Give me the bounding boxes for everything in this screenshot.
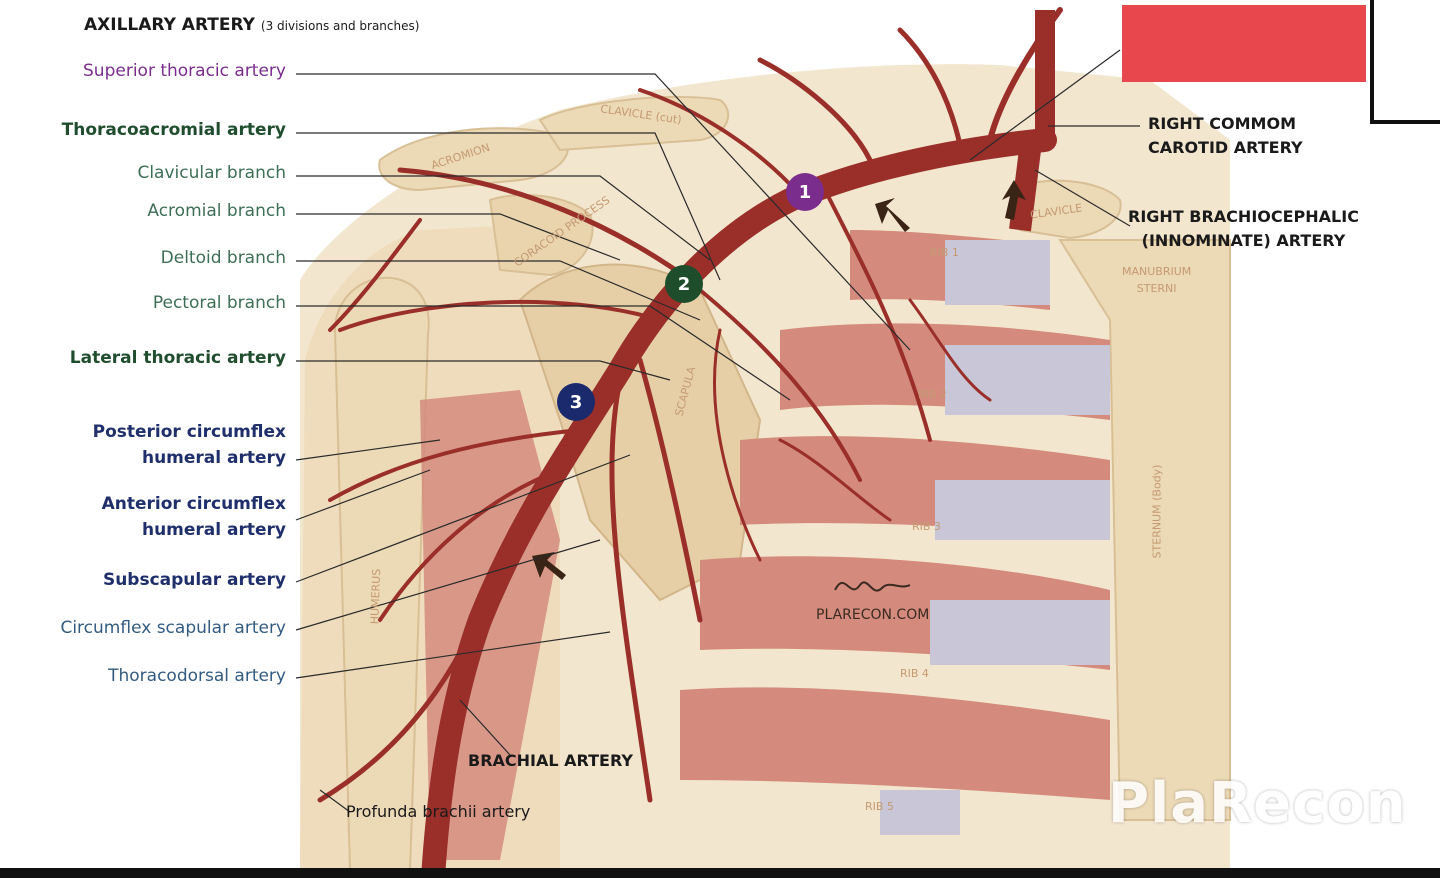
- bone-label-rib-5: RIB 5: [865, 800, 894, 813]
- label-posterior-circumflex-line-1: Posterior circumflex: [92, 422, 286, 442]
- leader-subscapular: [295, 454, 631, 583]
- arrow-2: [1002, 180, 1026, 220]
- bone-label-manubrium-line-1: MANUBRIUM: [1122, 265, 1192, 278]
- rib-cage: [680, 230, 1110, 835]
- pointer-arrows: [532, 180, 1026, 580]
- leader-lines: [295, 49, 1140, 813]
- humerus-bone: [333, 276, 430, 871]
- label-anterior-circumflex-line-2: humeral artery: [141, 519, 286, 540]
- brachiocephalic-artery: [1009, 148, 1041, 232]
- label-thoracodorsal-artery: Thoracodorsal artery: [108, 666, 286, 686]
- label-right-brachiocephalic-artery: RIGHT BRACHIOCEPHALIC (INNOMINATE) ARTER…: [1128, 207, 1359, 251]
- bottom-bar: [0, 868, 1440, 878]
- rib-4-cartilage: [930, 600, 1110, 665]
- artery-branches: [317, 7, 1063, 803]
- corner-frame: [1370, 0, 1440, 124]
- coracoid-bone: [488, 194, 594, 277]
- label-carotid-line-1: RIGHT COMMOM: [1148, 114, 1296, 133]
- arrow-1: [875, 198, 910, 232]
- label-brachial-artery: BRACHIAL ARTERY: [468, 751, 633, 770]
- artist-signature-scribble: [834, 581, 911, 592]
- division-marker-1: 1: [786, 173, 824, 211]
- label-anterior-circumflex-line-1: Anterior circumflex: [101, 494, 286, 514]
- leader-acromial: [296, 213, 621, 261]
- leader-profunda: [319, 789, 351, 813]
- label-clavicular-branch: Clavicular branch: [137, 163, 286, 183]
- rib-5-cartilage: [880, 790, 960, 835]
- label-subscapular-artery: Subscapular artery: [102, 570, 286, 590]
- diagram-title: AXILLARY ARTERY (3 divisions and branche…: [84, 15, 420, 36]
- bone-label-rib-3: RIB 3: [912, 520, 941, 533]
- label-superior-thoracic-artery: Superior thoracic artery: [83, 61, 286, 81]
- label-posterior-circumflex-line-2: humeral artery: [141, 447, 286, 468]
- watermark-plarecon: PlaRecon: [1108, 771, 1407, 836]
- rib-1-cartilage: [945, 240, 1050, 305]
- bone-label-manubrium-line-2: STERNI: [1136, 282, 1177, 295]
- label-anterior-circumflex-humeral-artery: Anterior circumflex humeral artery: [101, 494, 286, 540]
- clavicle-bone-left: [538, 95, 730, 152]
- bone-label-sternum-body: STERNUM (Body): [1150, 464, 1164, 559]
- leader-carotid-2: [969, 49, 1121, 161]
- leader-brachiocephalic: [1034, 169, 1131, 227]
- leader-deltoid: [296, 260, 701, 321]
- label-brachiocephalic-line-2: (INNOMINATE) ARTERY: [1141, 231, 1346, 251]
- bone-label-rib-1: RIB 1: [930, 246, 959, 259]
- leader-anterior-circumflex: [295, 469, 431, 521]
- bone-label-rib-2: RIB 2: [918, 388, 947, 401]
- leader-thoracodorsal: [295, 631, 611, 679]
- rib-5: [680, 687, 1110, 800]
- leader-pectoral: [296, 305, 791, 401]
- title-main: AXILLARY ARTERY: [84, 15, 255, 35]
- bone-label-manubrium-sterni: MANUBRIUM STERNI: [1122, 265, 1191, 295]
- rib-3-cartilage: [935, 480, 1110, 540]
- label-thoracoacromial-artery: Thoracoacromial artery: [61, 120, 286, 140]
- label-posterior-circumflex-humeral-artery: Posterior circumflex humeral artery: [92, 422, 286, 468]
- signature-text: PLARECON.COM: [816, 607, 930, 623]
- leader-brachial: [459, 699, 511, 756]
- label-brachiocephalic-line-1: RIGHT BRACHIOCEPHALIC: [1128, 207, 1359, 226]
- division-marker-3: 3: [557, 383, 595, 421]
- leader-circumflex-scapular: [295, 539, 601, 631]
- label-acromial-branch: Acromial branch: [147, 201, 286, 221]
- arrow-3: [532, 552, 566, 580]
- main-artery: [421, 128, 1057, 878]
- leader-lateral-thoracic: [296, 360, 671, 381]
- bone-label-humerus: HUMERUS: [368, 568, 384, 625]
- leader-thoracoacromial: [296, 132, 721, 281]
- division-marker-2: 2: [665, 265, 703, 303]
- clavicle-bone-right: [1008, 179, 1122, 240]
- rib-2-cartilage: [945, 345, 1110, 415]
- label-deltoid-branch: Deltoid branch: [160, 248, 286, 268]
- sternum-bone: [1058, 239, 1231, 821]
- leader-superior-thoracic: [296, 73, 911, 351]
- label-pectoral-branch: Pectoral branch: [152, 293, 286, 313]
- bone-label-rib-4: RIB 4: [900, 667, 929, 680]
- label-lateral-thoracic-artery: Lateral thoracic artery: [69, 348, 286, 368]
- label-profunda-brachii-artery: Profunda brachii artery: [346, 802, 531, 821]
- title-sub: (3 divisions and branches): [260, 19, 420, 33]
- red-highlight-box: [1122, 5, 1366, 82]
- label-right-common-carotid-artery: RIGHT COMMOM CAROTID ARTERY: [1148, 114, 1303, 158]
- label-carotid-line-2: CAROTID ARTERY: [1148, 138, 1303, 158]
- leader-clavicular: [296, 175, 711, 261]
- leader-posterior-circumflex: [295, 439, 441, 461]
- label-circumflex-scapular-artery: Circumflex scapular artery: [60, 618, 286, 638]
